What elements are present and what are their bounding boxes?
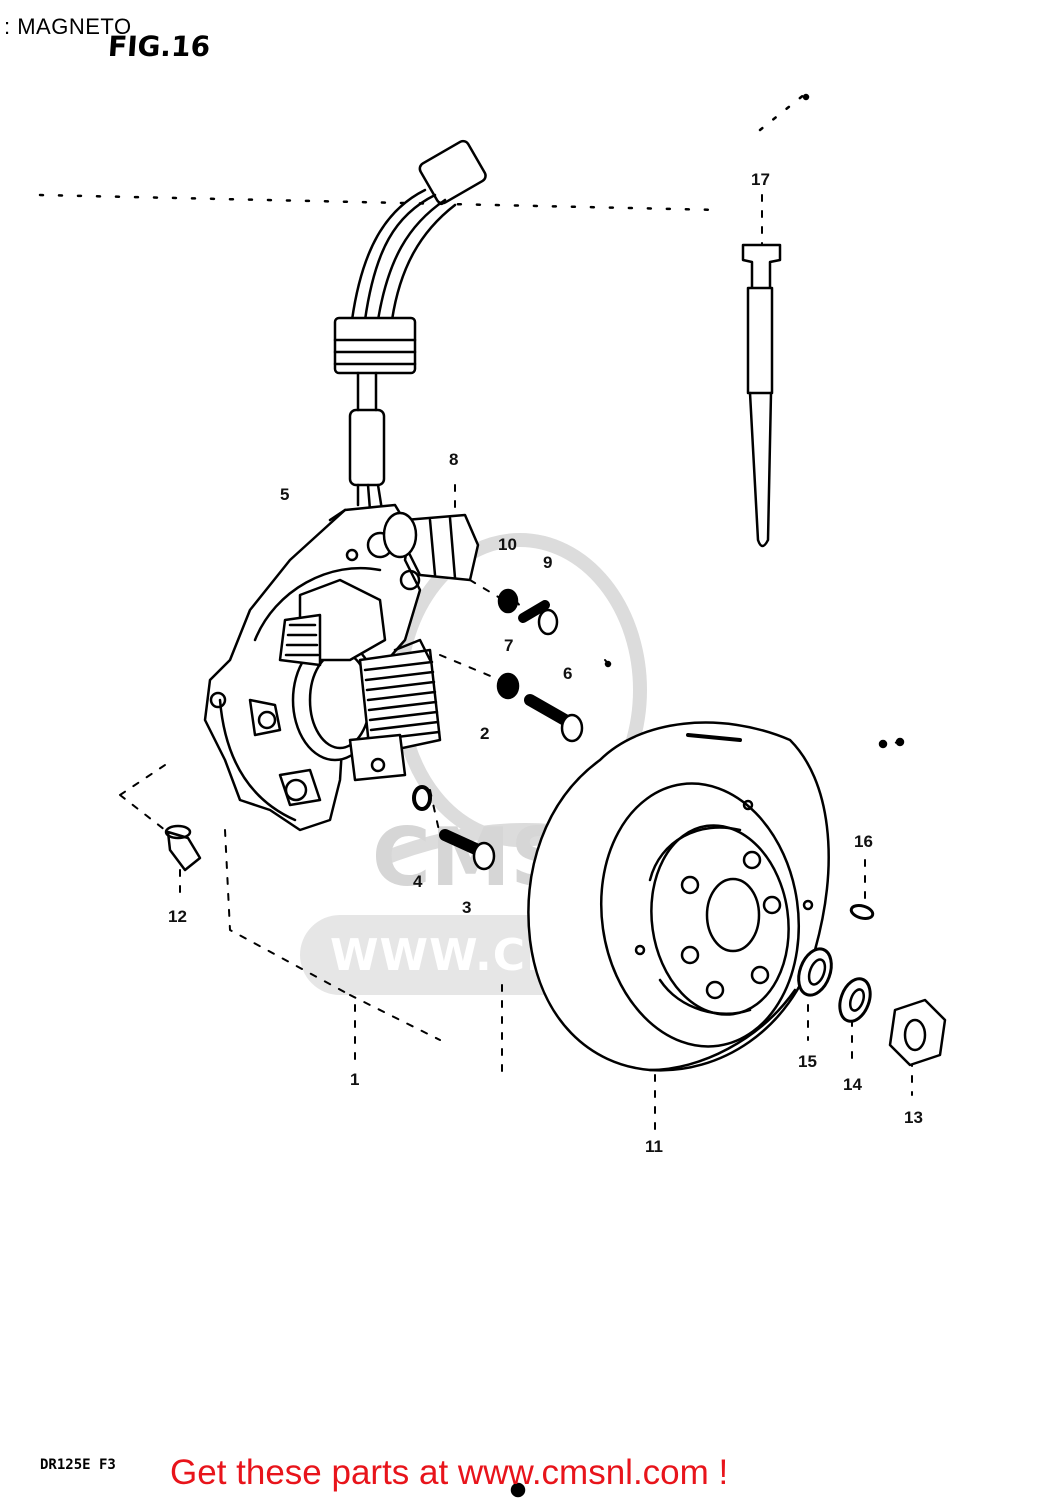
part-label-14: 14 — [843, 1075, 862, 1094]
part-label-17: 17 — [751, 170, 770, 189]
part-label-13: 13 — [904, 1108, 923, 1127]
section-label: : MAGNETO — [4, 14, 132, 39]
part-label-8: 8 — [449, 450, 459, 469]
screw-12 — [164, 824, 202, 872]
part-label-4: 4 — [413, 872, 423, 891]
part-label-6: 6 — [563, 664, 573, 683]
screw-3 — [439, 829, 496, 871]
key-16 — [849, 904, 875, 920]
part-label-9: 9 — [543, 553, 553, 572]
washer-4 — [412, 785, 432, 811]
lock-washer-14 — [838, 977, 872, 1023]
part-label-15: 15 — [798, 1052, 817, 1071]
part-label-12: 12 — [168, 907, 187, 926]
flywheel-rotor — [527, 721, 830, 1072]
part-label-11: 11 — [645, 1137, 663, 1156]
nut-13 — [888, 998, 947, 1067]
washer-7 — [496, 672, 520, 700]
part-label-7: 7 — [504, 636, 514, 655]
part-label-2: 2 — [480, 724, 490, 743]
part-label-3: 3 — [462, 898, 472, 917]
assembly-lines — [119, 194, 913, 1131]
stator-wire-harness — [333, 139, 487, 512]
part-label-1: 1 — [350, 1070, 360, 1089]
screw-6 — [524, 694, 584, 743]
pickup-coil — [382, 511, 480, 582]
get-parts-link[interactable]: Get these parts at www.cmsnl.com ! — [170, 1453, 729, 1492]
part-label-5: 5 — [280, 485, 290, 504]
frame-line-top — [38, 193, 722, 212]
washer-10 — [497, 588, 519, 614]
part-label-10: 10 — [498, 535, 517, 554]
rotor-remover-17 — [741, 243, 782, 548]
part-label-16: 16 — [854, 832, 873, 851]
screw-9 — [518, 600, 559, 636]
pulser-coil — [278, 578, 387, 667]
charging-coil — [348, 638, 442, 782]
model-code: DR125E F3 — [40, 1457, 116, 1473]
